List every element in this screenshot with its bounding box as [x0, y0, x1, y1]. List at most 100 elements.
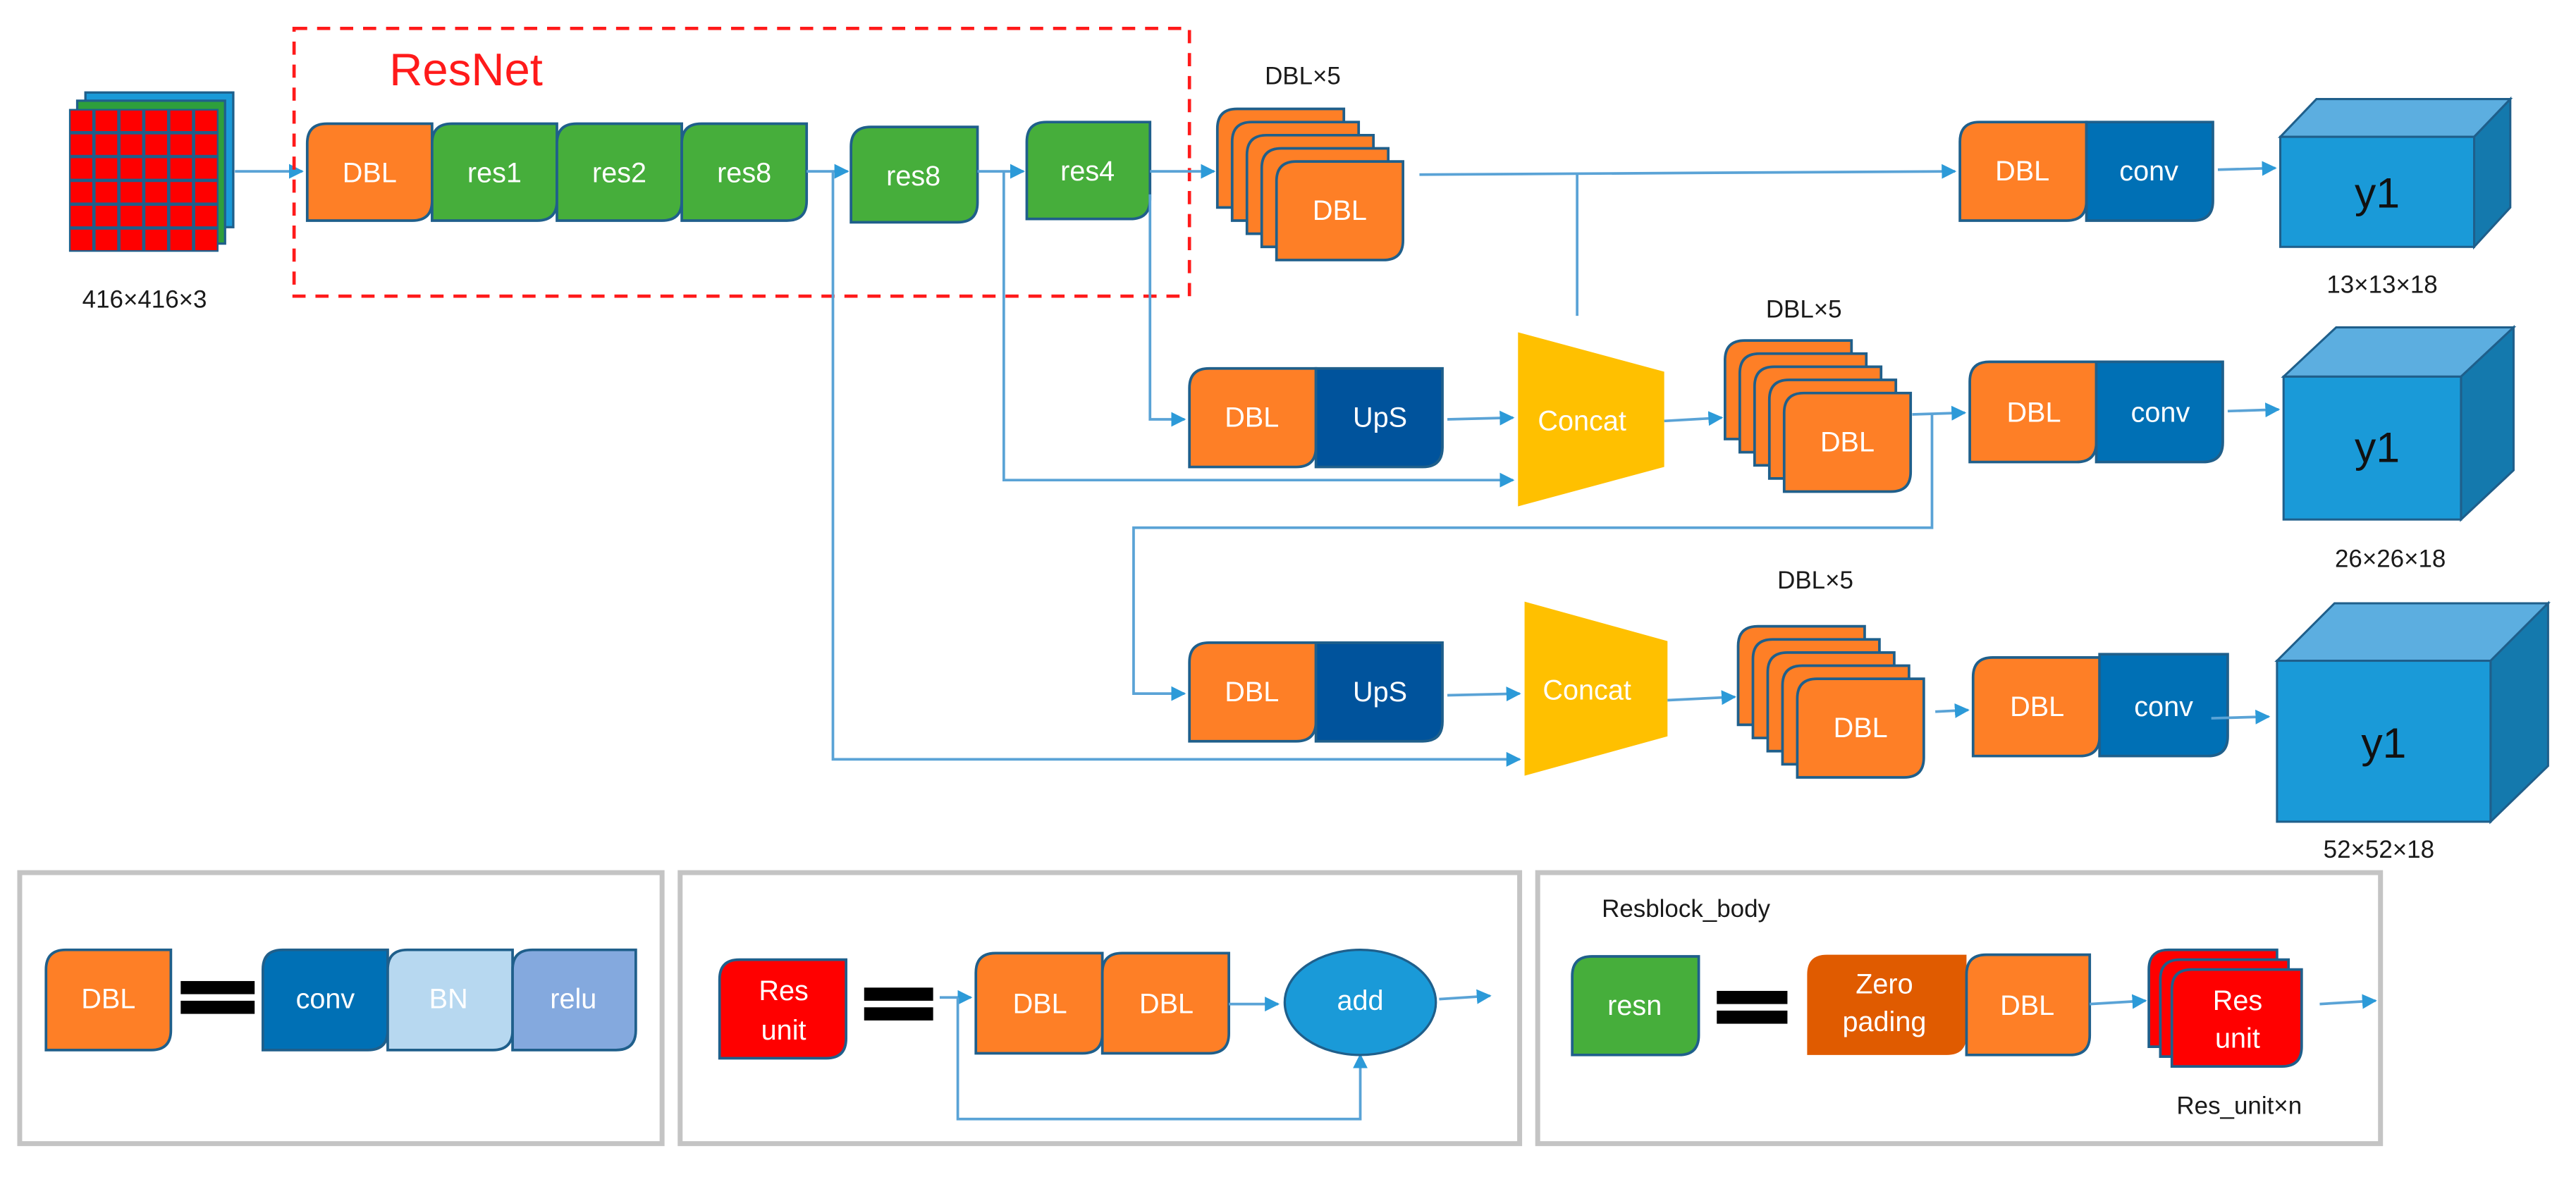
input-pixel-cell: [170, 182, 192, 203]
legend-add-label: add: [1337, 985, 1383, 1016]
stack-dbl-card: [1796, 677, 1925, 779]
ups-shape: [1314, 366, 1444, 469]
backbone-block-res1[interactable]: res1: [431, 122, 558, 222]
legend-relu-label: relu: [550, 984, 596, 1015]
head-dbl-label: DBL: [2010, 691, 2064, 722]
input-pixel-cell: [70, 110, 92, 131]
input-shape-label: 416×416×3: [82, 285, 207, 313]
output-cube-52[interactable]: y1: [2274, 600, 2551, 825]
output-cube-26[interactable]: y1: [2281, 324, 2517, 522]
output-label: y1: [2355, 168, 2400, 216]
stack-dbl-card: [1275, 160, 1404, 261]
legend-zero-padding-line1: Zero: [1856, 969, 1913, 1000]
branch2-upsample-ups[interactable]: UpS: [1314, 366, 1444, 469]
legend-bn-label: BN: [429, 984, 468, 1015]
backbone-block-label: res8: [717, 157, 771, 188]
upsample-dbl-label: DBL: [1225, 677, 1279, 708]
edge-head3-to-y1: [2211, 709, 2271, 725]
edge-skip-connection: [956, 997, 1368, 1121]
input-pixel-cell: [195, 182, 217, 203]
edge-head1-to-y1: [2217, 161, 2277, 176]
input-pixel-cell: [170, 158, 192, 179]
input-pixel-cell: [120, 158, 142, 179]
equals-icon: [180, 980, 255, 1014]
ups-label: UpS: [1353, 677, 1407, 708]
input-pixel-cell: [195, 134, 217, 155]
edge-stack1-to-head1: [1419, 164, 1957, 179]
cube-top-face: [2277, 98, 2513, 138]
resnet-title: ResNet: [389, 44, 543, 95]
output-cube-13[interactable]: y1: [2277, 96, 2513, 250]
branch3-head-dbl[interactable]: DBL: [1971, 656, 2102, 758]
input-pixel-cell: [120, 229, 142, 250]
ups-label: UpS: [1353, 402, 1407, 433]
input-pixel-cell: [145, 182, 167, 203]
branch3-dbl-stack[interactable]: DBL: [1736, 624, 1925, 779]
output-label: y1: [2361, 719, 2406, 767]
input-pixel-cell: [95, 110, 118, 131]
legend-resblock-dbl: DBL: [1965, 953, 2092, 1056]
input-pixel-cell: [145, 229, 167, 250]
input-pixel-cell: [195, 110, 217, 131]
edge-ups2-to-concat2: [1447, 410, 1515, 426]
concat-label: Concat: [1538, 405, 1626, 436]
input-pixel-cell: [95, 229, 118, 250]
backbone-block-label: res8: [886, 161, 940, 192]
input-pixel-cell: [70, 134, 92, 155]
legend-res-unit-block: Res unit: [718, 958, 847, 1060]
backbone-block-dbl[interactable]: DBL: [305, 122, 434, 222]
branch3-head-conv[interactable]: conv: [2098, 653, 2229, 758]
branch3-concat[interactable]: Concat: [1524, 601, 1668, 776]
backbone-block-res8-b[interactable]: res8: [850, 125, 979, 224]
branch2-stack-title: DBL×5: [1766, 295, 1842, 323]
output-shape-52: 52×52×18: [2324, 836, 2434, 863]
head-dbl-label: DBL: [2006, 398, 2061, 429]
legend-res-unit-stack: Res unit: [2147, 948, 2303, 1068]
input-pixel-cell: [145, 110, 167, 131]
ups-shape: [1314, 641, 1444, 743]
branch2-dbl-stack[interactable]: DBL: [1724, 339, 1913, 493]
branch3-upsample-ups[interactable]: UpS: [1314, 641, 1444, 743]
branch1-head-dbl[interactable]: DBL: [1958, 121, 2088, 222]
conv-shape: [2085, 121, 2214, 222]
backbone-block-res8-a[interactable]: res8: [680, 122, 809, 222]
legend-res-unit-label-line1: Res: [759, 975, 808, 1006]
legend-dbl-block: DBL: [44, 948, 173, 1052]
res-shape: [680, 122, 809, 222]
cube-front-face: [2276, 660, 2492, 823]
branch1-dbl-stack[interactable]: DBL: [1215, 107, 1404, 261]
edge-stack3-to-head3: [1935, 703, 1970, 718]
input-pixel-cell: [95, 206, 118, 227]
input-pixel-cell: [70, 229, 92, 250]
head-conv-label: conv: [2119, 156, 2178, 187]
concat-shape: [1518, 332, 1664, 507]
branch2-upsample-dbl[interactable]: DBL: [1188, 366, 1318, 469]
branch2-concat[interactable]: Concat: [1518, 332, 1664, 507]
branch2-head-dbl[interactable]: DBL: [1968, 360, 2098, 464]
input-pixel-cell: [145, 206, 167, 227]
legend-dbl: DBL conv BN relu: [17, 870, 665, 1147]
input-pixel-cell: [195, 229, 217, 250]
legend-conv-block: conv: [261, 948, 389, 1052]
legend-dbl-label: DBL: [1139, 989, 1194, 1020]
legend-zero-padding-block: Zero pading: [1807, 954, 1967, 1055]
input-pixel-cell: [145, 158, 167, 179]
output-shape-13: 13×13×18: [2326, 271, 2437, 298]
legend-relu-block: relu: [511, 948, 637, 1052]
input-pixel-cell: [120, 182, 142, 203]
concat-shape: [1524, 601, 1668, 776]
concat-label: Concat: [1542, 674, 1631, 705]
edge-add-out: [1439, 989, 1492, 1004]
equals-icon: [864, 987, 933, 1021]
backbone-block-res4[interactable]: res4: [1025, 121, 1152, 221]
branch1-head-conv[interactable]: conv: [2085, 121, 2214, 222]
output-shape-26: 26×26×18: [2335, 546, 2446, 573]
edge-head2-to-y1: [2227, 402, 2281, 418]
edge-res8b-to-concat2: [1002, 171, 1515, 488]
edge-res-unit-out: [2319, 994, 2377, 1009]
backbone-block-res2[interactable]: res2: [556, 122, 683, 222]
legend-bn-block: BN: [386, 948, 514, 1052]
input-pixel-cell: [195, 206, 217, 227]
branch2-head-conv[interactable]: conv: [2094, 360, 2224, 464]
branch3-upsample-dbl[interactable]: DBL: [1188, 641, 1318, 743]
